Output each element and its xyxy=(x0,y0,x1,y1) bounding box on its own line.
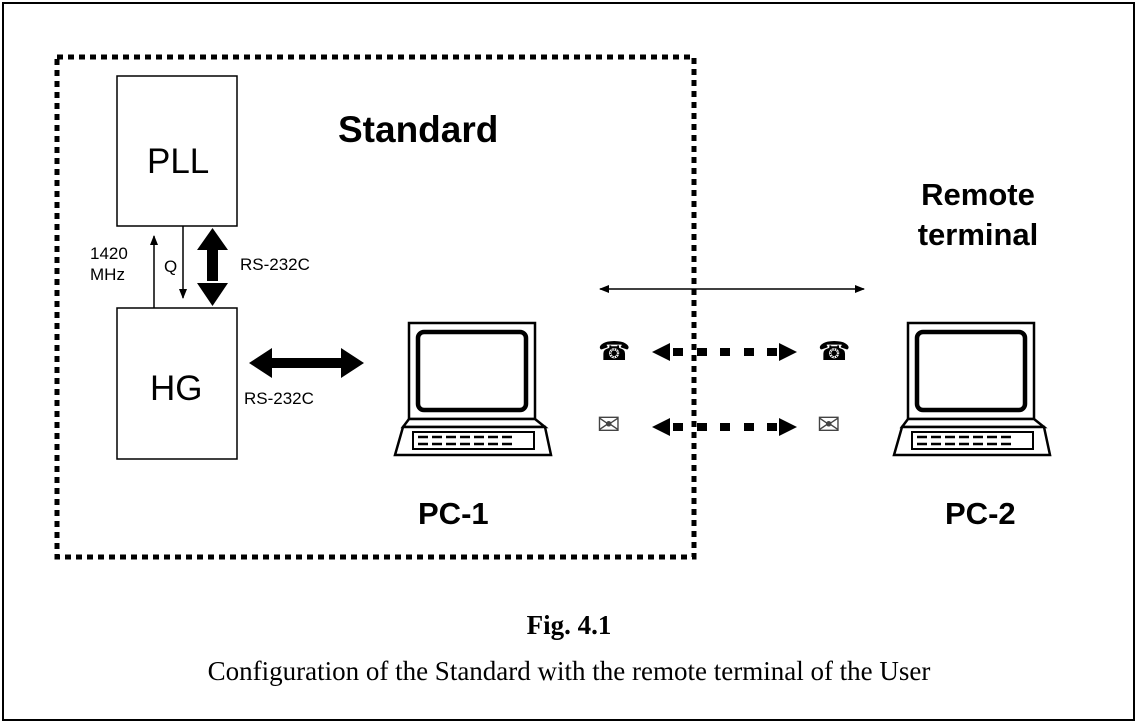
remote-terminal-title: Remote terminal xyxy=(917,177,1039,252)
hg-label: HG xyxy=(150,369,203,408)
pc2-laptop-icon xyxy=(892,321,1052,457)
freq-signal-label: 1420 MHz xyxy=(90,244,128,284)
pc2-label: PC-2 xyxy=(945,496,1016,531)
pll-label: PLL xyxy=(147,142,210,181)
figure-caption: Configuration of the Standard with the r… xyxy=(207,656,931,686)
rs232-horizontal-label: RS-232C xyxy=(244,389,314,408)
phone-link-arrow xyxy=(652,343,797,361)
mail-link-arrow xyxy=(652,418,797,436)
pll-block xyxy=(116,75,238,227)
telephone-icon: ☎ xyxy=(598,337,631,366)
standard-title: Standard xyxy=(338,109,499,150)
hg-block xyxy=(116,307,238,460)
q-signal-label: Q xyxy=(164,257,178,276)
envelope-icon: ✉ xyxy=(817,410,841,441)
pc1-laptop-icon xyxy=(393,321,553,457)
telephone-icon: ☎ xyxy=(818,337,851,366)
rs232-horizontal-arrow xyxy=(249,348,364,378)
pc1-label: PC-1 xyxy=(418,496,489,531)
envelope-icon: ✉ xyxy=(597,410,621,441)
standard-boundary xyxy=(54,54,697,560)
rs232-vertical-arrow xyxy=(197,228,228,306)
figure-number: Fig. 4.1 xyxy=(526,610,612,640)
rs232-vertical-label: RS-232C xyxy=(240,255,310,274)
